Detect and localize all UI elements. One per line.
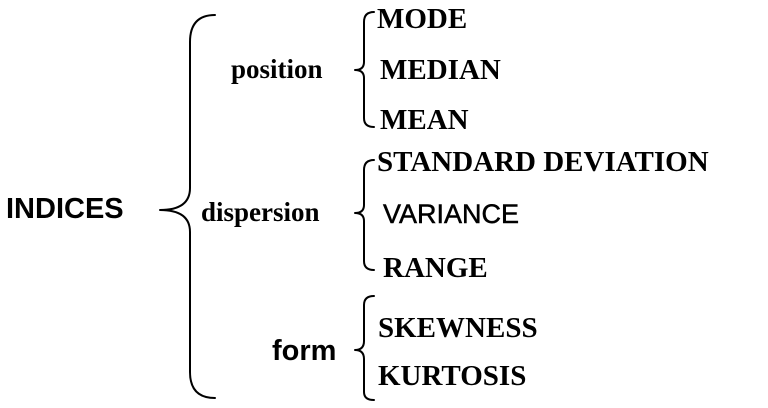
item-variance: VARIANCE — [383, 199, 520, 229]
item-standard-deviation: STANDARD DEVIATION — [377, 146, 709, 178]
item-mean: MEAN — [380, 104, 469, 136]
item-mode: MODE — [377, 3, 468, 35]
group-label-dispersion: dispersion — [201, 197, 320, 227]
root-brace — [159, 14, 216, 399]
item-range: RANGE — [383, 252, 488, 284]
item-median: MEDIAN — [380, 54, 501, 86]
position-brace — [354, 11, 375, 128]
group-label-position: position — [231, 54, 323, 84]
item-kurtosis: KURTOSIS — [378, 360, 527, 392]
item-skewness: SKEWNESS — [378, 312, 538, 344]
form-brace — [354, 295, 375, 401]
group-label-form: form — [272, 335, 337, 367]
root-label: INDICES — [6, 193, 124, 225]
dispersion-brace — [354, 159, 375, 271]
